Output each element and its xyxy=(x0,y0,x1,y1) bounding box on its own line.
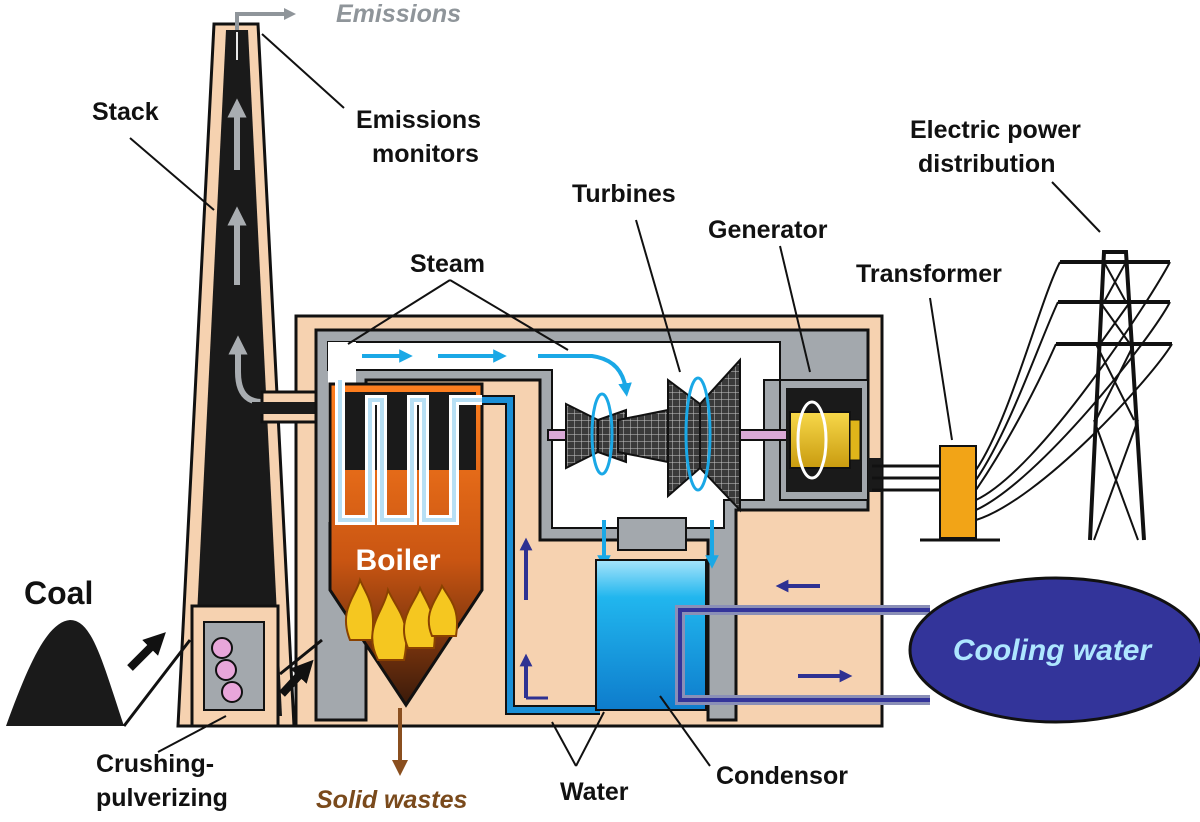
turbines xyxy=(547,357,789,513)
coal-supply xyxy=(6,620,323,727)
electric-power-label-1: Electric power xyxy=(910,116,1081,144)
cooling-water-reservoir xyxy=(908,576,1200,724)
solid-wastes-label: Solid wastes xyxy=(316,786,468,814)
turbines-label: Turbines xyxy=(572,180,676,208)
boiler: Boiler xyxy=(328,380,484,708)
crusher-roller xyxy=(211,637,233,659)
stack-label: Stack xyxy=(92,98,159,126)
generator-label: Generator xyxy=(708,216,828,244)
condensor xyxy=(595,517,707,711)
leader-lines xyxy=(129,33,1101,767)
crushing-label-2: pulverizing xyxy=(96,784,228,812)
coal-flow-arrow xyxy=(127,632,166,671)
cooling-water-label: Cooling water xyxy=(953,634,1154,667)
emissions-label: Emissions xyxy=(336,0,461,28)
coal-flow-arrow xyxy=(279,659,314,697)
crusher xyxy=(190,604,280,728)
cooling-water-loop: Cooling water xyxy=(675,576,1200,724)
rotation-icon xyxy=(590,392,614,476)
transformer xyxy=(872,445,1000,542)
flame-icon xyxy=(344,576,375,641)
coal-label: Coal xyxy=(24,575,93,611)
electric-power-label-2: distribution xyxy=(918,150,1055,178)
emissions-monitors-label-2: monitors xyxy=(372,140,479,168)
coal-conveyor xyxy=(122,639,192,727)
boiler-label: Boiler xyxy=(355,544,440,577)
stack xyxy=(176,8,296,728)
transformer-label: Transformer xyxy=(856,260,1002,288)
generator xyxy=(786,388,882,492)
crusher-roller xyxy=(215,659,237,681)
coal-conveyor xyxy=(279,638,323,676)
water-label: Water xyxy=(560,778,629,806)
feedwater-pipe xyxy=(482,395,600,715)
stack-flow-arrow xyxy=(228,335,263,405)
boiler-tubes-inner xyxy=(338,380,482,522)
steam-arrow xyxy=(538,354,632,397)
crusher-roller xyxy=(221,681,243,703)
rotation-icon xyxy=(796,400,828,480)
rotation-icon xyxy=(684,376,712,492)
coal-pile xyxy=(6,620,124,726)
emissions-arrow xyxy=(235,8,296,30)
steam-flow xyxy=(362,349,719,569)
crushing-label-1: Crushing- xyxy=(96,750,214,778)
emissions-monitors-label-1: Emissions xyxy=(356,106,481,134)
steam-label: Steam xyxy=(410,250,485,278)
transmission-tower xyxy=(975,250,1173,541)
condensor-label: Condensor xyxy=(716,762,848,790)
flame-icon xyxy=(427,583,458,637)
